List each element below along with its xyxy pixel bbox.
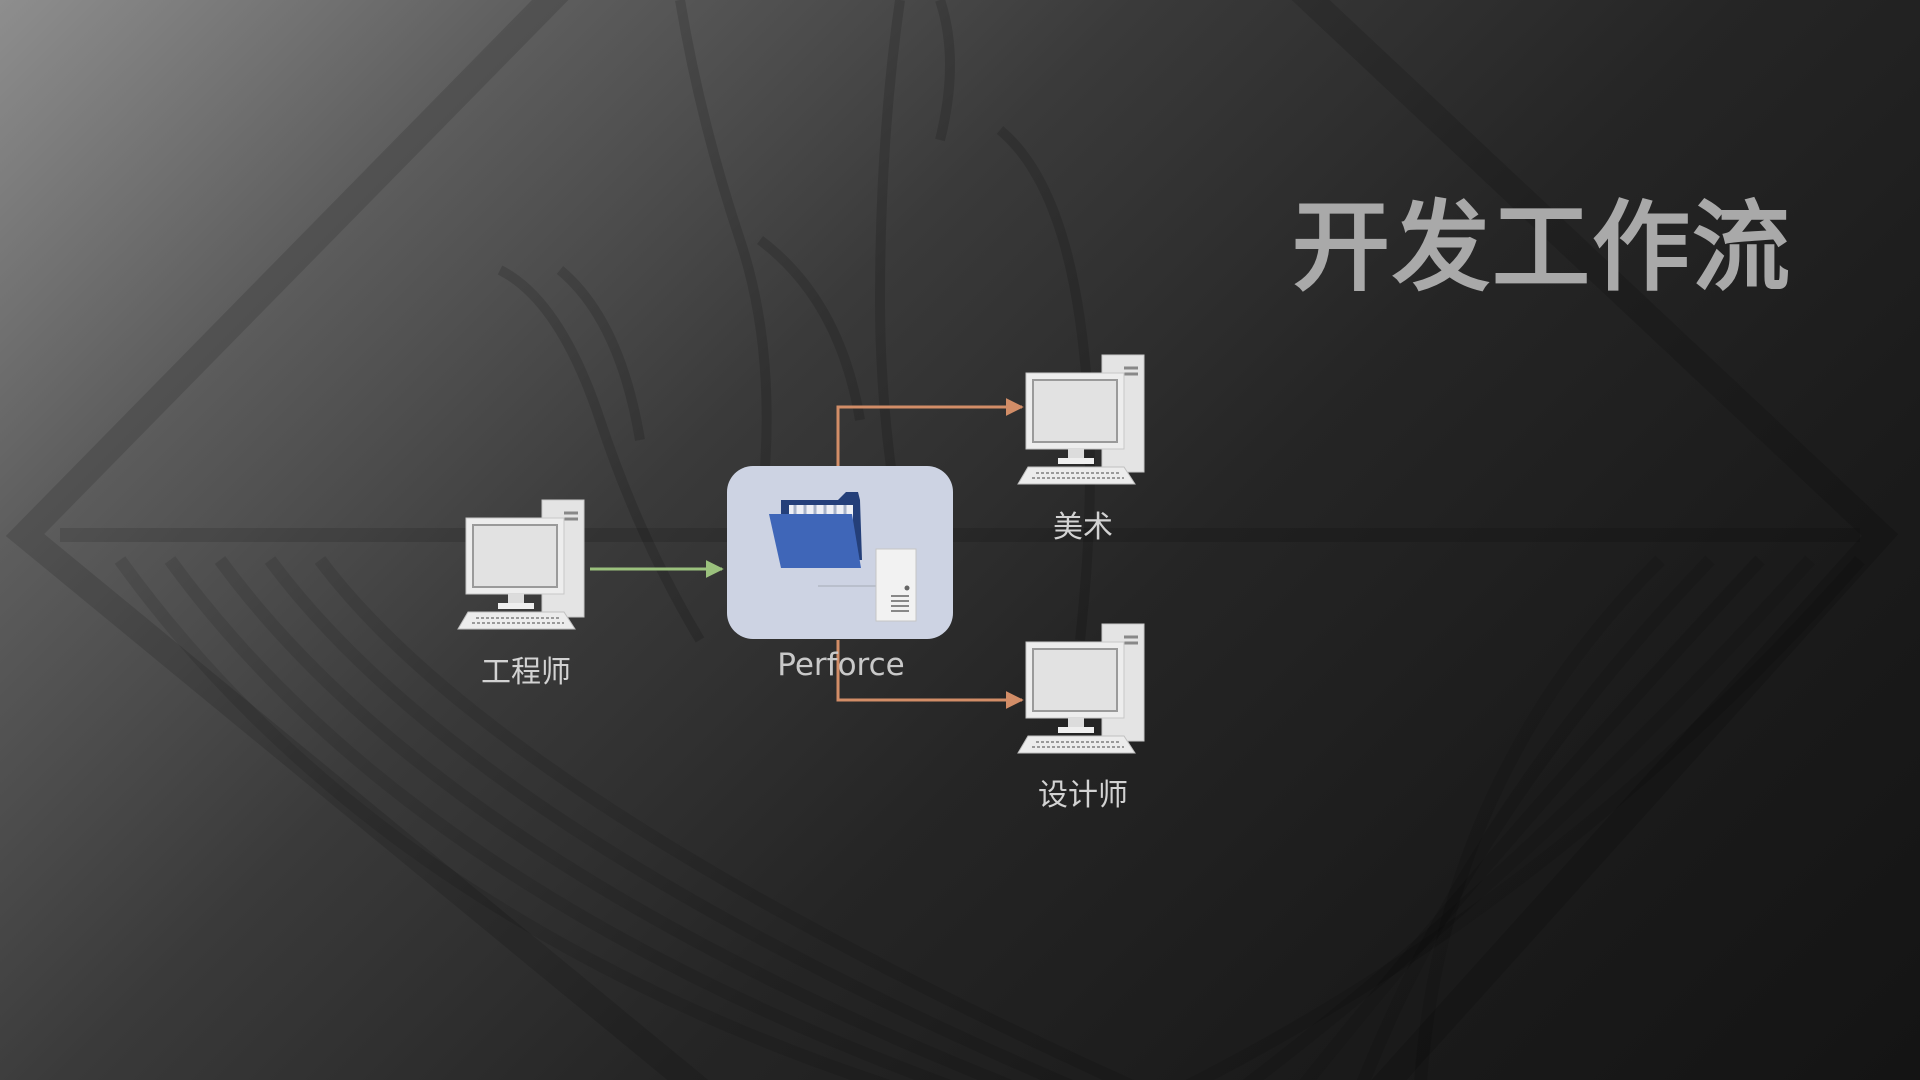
server-icon [818, 548, 917, 622]
perforce-node [727, 466, 953, 639]
art-label: 美术 [1053, 510, 1113, 545]
edge-perforce-to-art [836, 398, 1024, 466]
engineer-label: 工程师 [481, 655, 571, 690]
background-hands [497, 0, 1095, 643]
designer-label: 设计师 [1038, 778, 1128, 813]
background-diamond-right [1291, 0, 1899, 1080]
folder-icon [769, 492, 862, 568]
designer-computer-icon [1017, 623, 1145, 754]
perforce-label: Perforce [777, 647, 905, 683]
slide-title: 开发工作流 [1291, 190, 1792, 305]
engineer-computer-icon [457, 499, 585, 630]
edge-perforce-to-designer [836, 640, 1024, 709]
background-ripples [114, 555, 1865, 1080]
background-diamond-left [5, 0, 709, 1080]
art-computer-icon [1017, 354, 1145, 485]
